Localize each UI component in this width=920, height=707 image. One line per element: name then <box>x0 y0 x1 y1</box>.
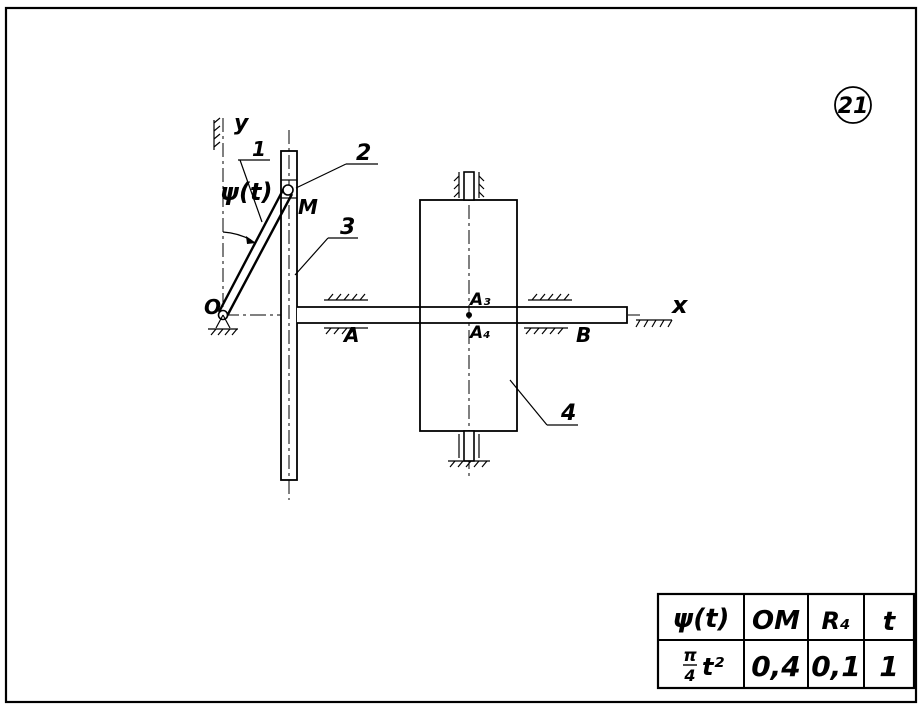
table-value-r4: 0,1 <box>811 650 861 683</box>
guide-hatch-left-top <box>324 293 368 301</box>
table-header-r4: R₄ <box>822 607 851 635</box>
guide-hatch-left-bottom <box>324 327 368 335</box>
body-4-bottom-shaft <box>448 430 490 468</box>
body-4-top-shaft <box>453 171 485 201</box>
label-origin: O <box>204 295 221 319</box>
y-axis-label: y <box>234 111 250 136</box>
leader-link-1 <box>238 159 270 223</box>
angle-arrowhead <box>246 236 256 244</box>
variant-number: 21 <box>838 94 869 119</box>
crank-link-1 <box>217 187 294 319</box>
leader-link-3 <box>294 237 358 276</box>
label-angle: ψ(t) <box>220 178 272 206</box>
guide-hatch-right-bottom <box>524 327 568 335</box>
label-point-a: A <box>342 323 359 347</box>
leader-link-2 <box>295 163 378 189</box>
leader-link-4 <box>509 379 578 426</box>
label-link-2: 2 <box>356 141 371 166</box>
guide-hatch-right-top <box>528 293 572 301</box>
drawing-frame <box>4 6 918 704</box>
label-point-a4: A₄ <box>468 323 491 343</box>
table-value-psi-tail: t² <box>702 653 724 681</box>
x-axis-hatch <box>635 319 673 328</box>
label-link-1: 1 <box>252 137 266 161</box>
table-header-t: t <box>883 607 897 637</box>
y-axis-hatch <box>213 117 221 150</box>
point-a3-dot <box>466 312 472 318</box>
table-header-om: OM <box>752 606 800 636</box>
parameters-table: ψ(t) OM R₄ t π 4 t² 0,4 0,1 1 <box>656 592 916 690</box>
table-value-psi-numerator: π <box>683 646 697 666</box>
label-link-4: 4 <box>560 401 576 426</box>
label-point-m: M <box>298 195 318 219</box>
variant-badge: 21 <box>834 86 872 124</box>
x-axis-label: x <box>671 291 689 319</box>
table-value-psi-denominator: 4 <box>683 666 695 685</box>
label-point-a3: A₃ <box>468 290 491 310</box>
pivot-o <box>208 309 238 336</box>
label-link-3: 3 <box>340 215 355 240</box>
table-header-psi: ψ(t) <box>673 604 730 634</box>
label-point-b: B <box>576 323 591 347</box>
link-3-horizontal-rod <box>297 306 628 324</box>
variant-circle <box>834 86 872 124</box>
table-value-t: 1 <box>879 650 898 683</box>
table-value-om: 0,4 <box>751 650 801 683</box>
slider-pin-m <box>282 184 294 196</box>
